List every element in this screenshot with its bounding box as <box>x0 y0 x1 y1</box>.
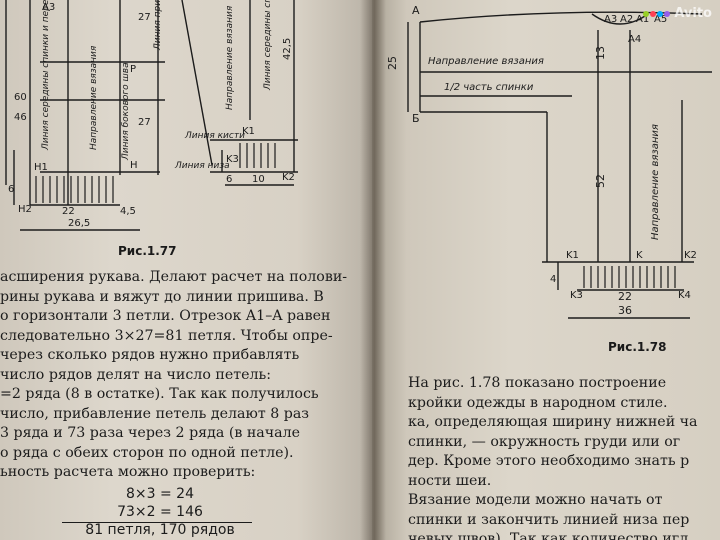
label-direction-top: Направление вязания <box>428 56 544 67</box>
text-line: о горизонтали 3 петли. Отрезок A1–A раве… <box>0 308 331 324</box>
label-center-line: Линия середины спинки и переда <box>41 0 51 151</box>
dim-25: 25 <box>386 56 399 70</box>
text-line: число, прибавление петель делают 8 раз <box>0 405 310 422</box>
point-a3: A3 <box>604 14 617 25</box>
text-line: Вязание модели можно начать от <box>408 492 663 508</box>
label-side-seam: Линия бокового шва <box>121 62 131 161</box>
text-line: 3 ряда и 73 раза через 2 ряда (в начале <box>0 425 301 441</box>
label-center-line-right: Линия середины спинки <box>263 0 273 91</box>
dim-22: 22 <box>62 206 75 217</box>
point-k2: K2 <box>684 250 697 261</box>
calc-divider <box>62 522 252 523</box>
hatch-block <box>583 266 676 288</box>
book-gutter-shadow <box>360 0 386 540</box>
point-k3: K3 <box>570 290 583 301</box>
dim-36: 36 <box>618 304 632 317</box>
text-line: асширения рукава. Делают расчет на полов… <box>0 269 348 285</box>
hatch-block-left <box>35 176 114 203</box>
label-a: A <box>412 4 420 17</box>
calc-total-wrap: 81 петля, 170 рядов <box>40 522 280 540</box>
right-body-text: На рис. 1.78 показано построение кройки … <box>408 374 698 540</box>
point-a5: A5 <box>654 14 667 25</box>
dim-42-5: 42,5 <box>282 38 293 60</box>
label-direction-vertical: Направление вязания <box>650 124 661 240</box>
label-direction-left: Направление вязания <box>89 45 99 150</box>
point-p: P <box>130 64 136 75</box>
figure-1-77-drawing: A3 60 46 6 27 27 P H H1 H2 22 4,5 26,5 K… <box>5 0 298 231</box>
figure-caption: Рис.1.77 <box>118 244 177 258</box>
hatch-block-right <box>239 143 276 168</box>
point-k3: K3 <box>226 154 239 165</box>
point-k4: K4 <box>678 290 691 301</box>
dim-10: 10 <box>252 174 265 185</box>
dim-4: 4 <box>550 274 556 285</box>
calc-line-2: 73×2 = 146 <box>117 504 203 520</box>
dim-6b: 6 <box>226 174 232 185</box>
text-line: ности шеи. <box>408 472 492 489</box>
dim-6: 6 <box>8 184 14 195</box>
label-half-back: 1/2 часть спинки <box>444 82 534 93</box>
figure-caption: Рис.1.78 <box>608 340 667 354</box>
point-k1: K1 <box>242 126 255 137</box>
point-k1: K1 <box>566 250 579 261</box>
right-page: A A3 A2 A1 A5 A4 25 13 52 4 22 36 Б K K1… <box>372 0 720 540</box>
calculation-block: 8×3 = 24 <box>60 486 260 506</box>
label-a3: A3 <box>42 2 55 13</box>
calc-line-2-wrap: 73×2 = 146 <box>60 504 260 524</box>
calc-total: 81 петля, 170 рядов <box>85 522 235 538</box>
point-a2: A2 <box>620 14 633 25</box>
label-direction-right: Направление вязания <box>225 5 235 110</box>
label-wrist-line: Линия кисти <box>184 131 245 141</box>
point-n2: H2 <box>18 204 32 215</box>
dim-27b: 27 <box>138 117 151 128</box>
point-k2: K2 <box>282 172 295 183</box>
dim-13: 13 <box>594 46 607 60</box>
text-line: через сколько рядов нужно прибавлять <box>0 347 300 363</box>
text-line: число рядов делят на число петель: <box>0 366 271 383</box>
text-line: =2 ряда (8 в остатке). Так как получилос… <box>0 386 319 402</box>
dim-22: 22 <box>618 290 632 303</box>
text-line: следовательно 3×27=81 петля. Чтобы опре- <box>0 327 333 344</box>
avito-watermark: Avito <box>642 6 712 21</box>
point-n1: H1 <box>34 162 48 173</box>
text-line: ка, определяющая ширину нижней ча <box>408 414 698 430</box>
point-k: K <box>636 250 643 261</box>
text-line: ьность расчета можно проверить: <box>0 464 256 480</box>
point-a1: A1 <box>636 14 649 25</box>
label-bottom-line: Линия низа <box>174 161 230 171</box>
point-a4: A4 <box>628 34 641 45</box>
watermark-text: Avito <box>674 6 712 21</box>
calc-line-1: 8×3 = 24 <box>126 486 194 502</box>
text-line: о ряда с обеих сторон по одной петле). <box>0 444 294 461</box>
left-body-text: асширения рукава. Делают расчет на полов… <box>0 268 347 483</box>
text-line: чевых швов). Так как количество игл <box>408 531 689 540</box>
dim-60: 60 <box>14 92 27 103</box>
point-n: H <box>130 160 138 171</box>
text-line: дер. Кроме этого необходимо знать р <box>408 453 690 469</box>
text-line: спинки и закончить линией низа пер <box>408 511 690 528</box>
text-line: рины рукава и вяжут до линии пришива. В <box>0 288 324 305</box>
dim-26-5: 26,5 <box>68 218 90 229</box>
dim-52: 52 <box>594 174 607 188</box>
text-line: спинки, — окружность груди или ог <box>408 433 681 450</box>
text-line: На рис. 1.78 показано построение <box>408 375 667 391</box>
left-page: A3 60 46 6 27 27 P H H1 H2 22 4,5 26,5 K… <box>0 0 372 540</box>
dim-4-5: 4,5 <box>120 206 136 217</box>
text-line: кройки одежды в народном стиле. <box>408 394 668 411</box>
dim-27a: 27 <box>138 12 151 23</box>
figure-1-78-drawing: A A3 A2 A1 A5 A4 25 13 52 4 22 36 Б K K1… <box>386 4 712 319</box>
label-attach-line: Линия пришива <box>153 0 163 51</box>
point-b: Б <box>412 112 420 125</box>
dim-46: 46 <box>14 112 27 123</box>
